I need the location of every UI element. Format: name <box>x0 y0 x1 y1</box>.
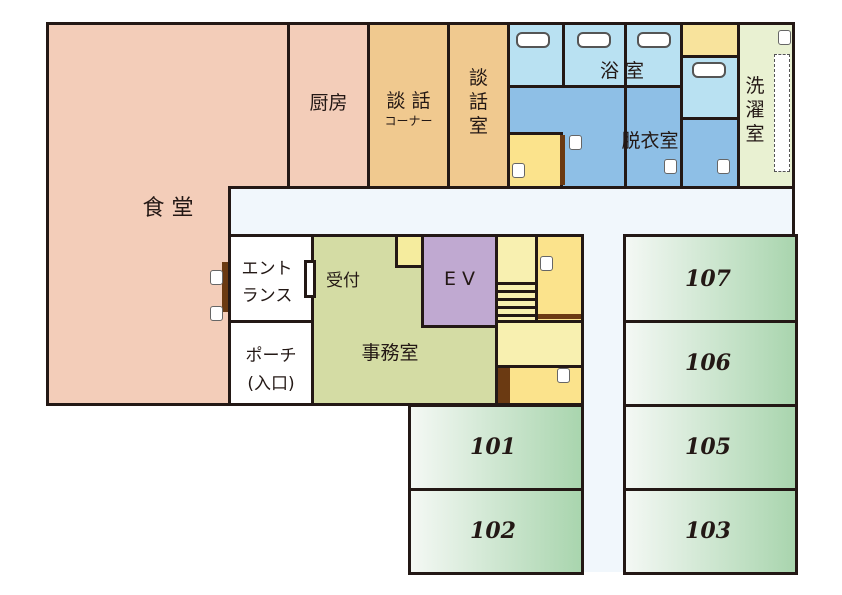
label-talk-room: 談 話 室 <box>468 67 488 137</box>
landing <box>495 320 584 368</box>
label-bath: 浴 室 <box>599 60 645 82</box>
label-office: 事務室 <box>361 342 419 364</box>
toilet-center <box>535 234 584 323</box>
office-closet <box>395 234 424 268</box>
room-105[interactable] <box>623 404 798 491</box>
label-porch: ポーチ (入口) <box>245 346 297 394</box>
label-room-105: 105 <box>685 434 731 460</box>
laundry-shelves <box>774 54 790 172</box>
kitchen <box>287 22 370 189</box>
room-102[interactable] <box>408 488 584 575</box>
toilet-bath <box>507 132 563 189</box>
label-talk-corner-sub: コーナー <box>384 114 433 128</box>
room-103[interactable] <box>623 488 798 575</box>
label-room-106: 106 <box>685 350 731 376</box>
elevator <box>421 234 498 328</box>
reception-counter <box>304 260 316 298</box>
label-dressing: 脱衣室 <box>621 130 679 152</box>
corridor-vertical <box>578 237 626 572</box>
label-room-102: 102 <box>470 518 516 544</box>
room-106[interactable] <box>623 320 798 407</box>
room-101[interactable] <box>408 404 584 491</box>
label-laundry: 洗 濯 室 <box>745 75 765 145</box>
label-dining: 食 堂 <box>142 196 194 221</box>
entrance <box>228 234 314 323</box>
label-room-101: 101 <box>470 434 516 460</box>
corridor <box>228 186 795 240</box>
label-room-103: 103 <box>685 518 731 544</box>
label-ev: E V <box>443 268 476 290</box>
label-entrance: エント ランス <box>241 259 293 306</box>
label-talk-corner: 談 話 <box>386 90 431 112</box>
label-kitchen: 厨房 <box>309 92 348 114</box>
label-room-107: 107 <box>685 266 731 292</box>
label-reception: 受付 <box>326 271 360 291</box>
storage <box>680 22 740 58</box>
